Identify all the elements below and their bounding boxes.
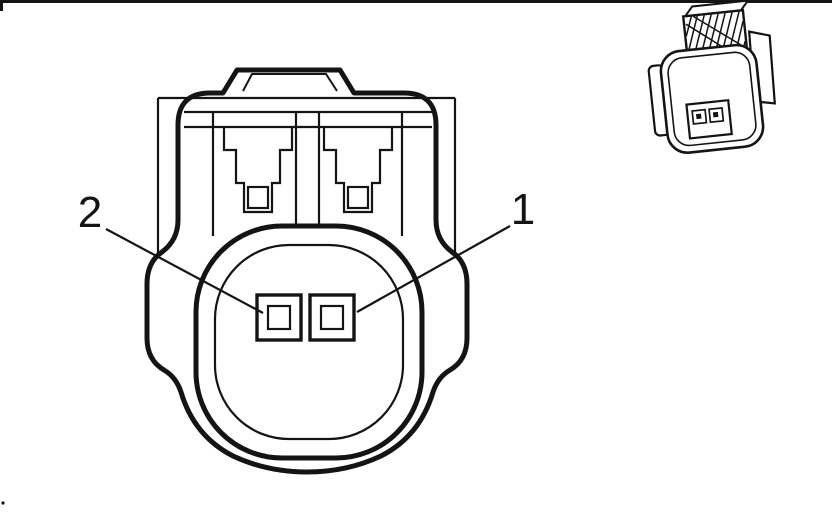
iso-body-inner-line: [667, 51, 757, 147]
callouts: [105, 225, 511, 314]
cavity-outer-oval: [193, 223, 425, 461]
mounting-frame: [156, 96, 457, 253]
iso-terminal-1: [708, 106, 725, 124]
leader-line-pin1: [356, 225, 511, 313]
iso-terminal-2-pin: [695, 113, 702, 120]
leader-line-pin2: [105, 228, 264, 314]
key-inner-line: [242, 73, 338, 92]
iso-terminal-1-pin: [712, 111, 719, 118]
page-border-marks: [0, 0, 832, 505]
scan-dot: [1, 501, 5, 505]
pin-2-label: 2: [78, 188, 102, 237]
terminal-2: [255, 293, 303, 342]
iso-terminal-2: [691, 108, 708, 125]
connector-front-view: [144, 67, 470, 475]
iso-body: [659, 43, 765, 154]
pin-1-label: 1: [511, 185, 535, 234]
terminal-1: [308, 293, 356, 342]
latch-detail: [184, 110, 432, 240]
cavity-inner-oval: [213, 243, 405, 441]
connector-isometric-view: [647, 0, 776, 154]
